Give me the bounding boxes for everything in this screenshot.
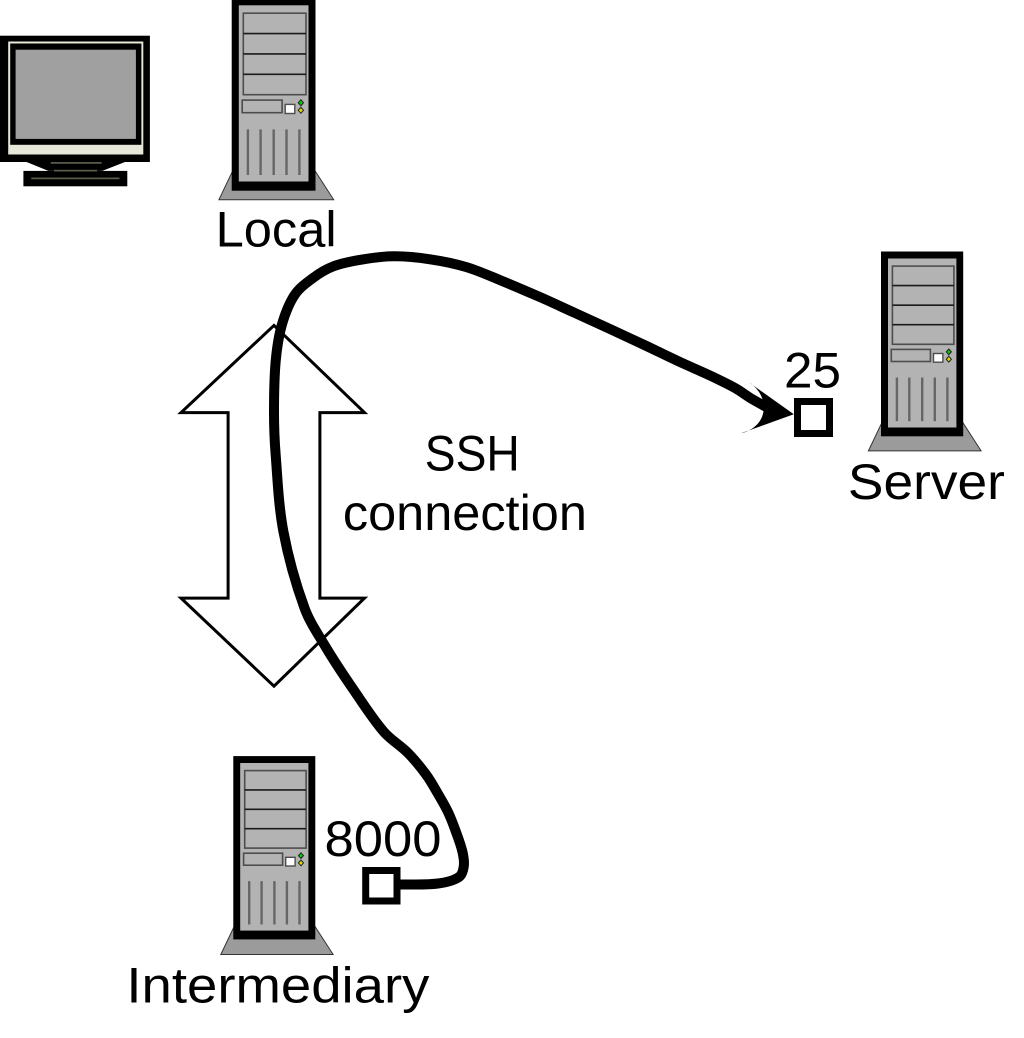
svg-text:8000: 8000 (325, 811, 442, 867)
svg-text:Local: Local (216, 202, 337, 258)
svg-text:connection: connection (343, 485, 587, 541)
svg-text:25: 25 (784, 343, 841, 399)
svg-text:Server: Server (848, 454, 1005, 510)
svg-text:Intermediary: Intermediary (126, 958, 429, 1014)
svg-text:SSH: SSH (425, 425, 520, 481)
